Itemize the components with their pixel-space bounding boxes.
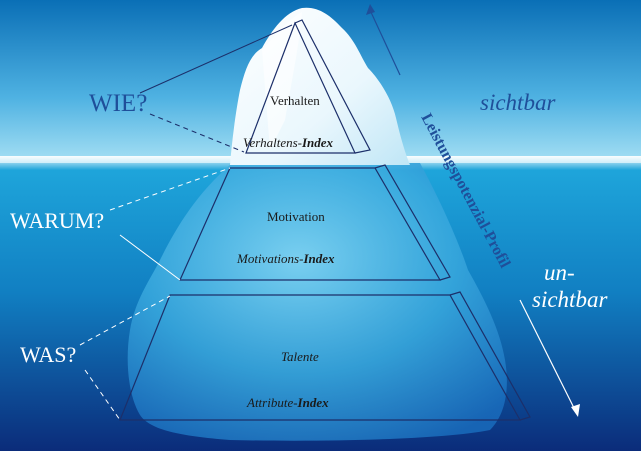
invisible-label-line2: sichtbar bbox=[532, 287, 608, 312]
level-talents-title: Talente bbox=[281, 349, 319, 364]
question-why: WARUM? bbox=[10, 208, 105, 233]
profile-arrow bbox=[366, 4, 401, 76]
question-how: WIE? bbox=[89, 90, 148, 117]
visible-label: sichtbar bbox=[480, 90, 556, 115]
level-behavior-index: Verhaltens-Index bbox=[243, 135, 334, 150]
question-what: WAS? bbox=[20, 342, 77, 367]
level-talents-index: Attribute-Index bbox=[247, 395, 329, 410]
level-behavior-title: Verhalten bbox=[270, 93, 320, 108]
invisible-label-line1: un- bbox=[544, 260, 575, 285]
question-leaders bbox=[139, 24, 293, 153]
level-motivation-index: Motivations-Index bbox=[237, 251, 335, 266]
level-motivation-title: Motivation bbox=[267, 209, 325, 224]
pyramid-frames bbox=[119, 19, 531, 421]
